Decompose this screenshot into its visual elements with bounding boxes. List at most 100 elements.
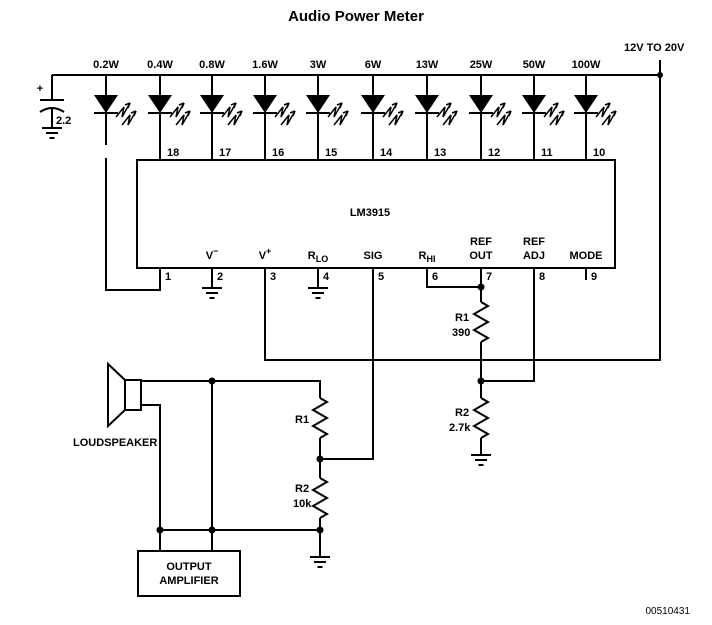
- svg-text:10k: 10k: [293, 498, 312, 510]
- wire-pin1: [105, 158, 161, 291]
- ground-icon: [201, 287, 223, 299]
- amp-label-line2: AMPLIFIER: [159, 575, 218, 587]
- ic-name: LM3915: [350, 207, 390, 219]
- svg-text:R2: R2: [295, 483, 309, 495]
- pin-number: 15: [325, 147, 337, 159]
- pin-number: 3: [270, 271, 276, 283]
- pin-name: V+: [259, 246, 272, 262]
- svg-text:+: +: [37, 83, 43, 95]
- led-8: 25W 12: [468, 59, 512, 160]
- supply-label: 12V TO 20V: [624, 42, 685, 54]
- led-power-label: 0.8W: [199, 59, 225, 71]
- wire-rhi: [426, 268, 481, 288]
- loudspeaker-label: LOUDSPEAKER: [73, 437, 157, 449]
- pin-name: RHI: [419, 250, 436, 264]
- ic-pin-3: 3 V+: [259, 246, 276, 283]
- led-power-label: 13W: [416, 59, 439, 71]
- loudspeaker-icon: [107, 361, 161, 551]
- led-power-label: 100W: [572, 59, 601, 71]
- pin-name: SIG: [364, 250, 383, 262]
- pin-number: 7: [486, 271, 492, 283]
- pin-number: 2: [217, 271, 223, 283]
- ic-pin-2: 2 V−: [206, 246, 223, 283]
- led-1: 0.2W: [93, 59, 137, 146]
- led-2: 0.4W 18: [147, 59, 191, 160]
- svg-text:R1: R1: [295, 414, 309, 426]
- ground-icon: [309, 556, 331, 568]
- diagram-title: Audio Power Meter: [288, 8, 424, 25]
- led-5: 3W 15: [305, 59, 349, 160]
- ground-icon: [470, 454, 492, 466]
- led-power-label: 3W: [310, 59, 327, 71]
- pin-name: REF: [523, 236, 545, 248]
- led-icon: [305, 74, 349, 146]
- led-power-label: 50W: [523, 59, 546, 71]
- ic-pin-6: 6 RHI: [419, 250, 439, 283]
- pin-name: V−: [206, 246, 219, 262]
- pin-number: 8: [539, 271, 545, 283]
- led-power-label: 0.2W: [93, 59, 119, 71]
- led-icon: [360, 74, 404, 146]
- wire-speaker-top: [141, 380, 321, 398]
- pin-number: 5: [378, 271, 384, 283]
- led-icon: [414, 74, 458, 146]
- svg-text:390: 390: [452, 327, 470, 339]
- led-power-label: 6W: [365, 59, 382, 71]
- resistor-r1-ref: R1 390: [452, 301, 491, 398]
- ic-pin-5: 5 SIG: [364, 250, 385, 283]
- pin-number: 17: [219, 147, 231, 159]
- capacitor-value: 2.2: [56, 115, 71, 127]
- svg-text:R1: R1: [455, 312, 469, 324]
- pin-number: 18: [167, 147, 179, 159]
- pin-number: 16: [272, 147, 284, 159]
- ic-body: [136, 159, 616, 269]
- pin-number: 12: [488, 147, 500, 159]
- svg-text:R2: R2: [455, 407, 469, 419]
- amp-label-line1: OUTPUT: [166, 561, 212, 573]
- pin-name-line2: OUT: [469, 250, 493, 262]
- led-power-label: 0.4W: [147, 59, 173, 71]
- ic-pin-7: 7 REF OUT: [469, 236, 493, 283]
- filter-capacitor: + 2.2: [37, 75, 71, 139]
- pin-number: 6: [432, 271, 438, 283]
- resistor-r2-divider: R2 10k: [293, 477, 331, 568]
- output-amplifier-box: [137, 550, 241, 597]
- led-10: 100W 10: [572, 59, 617, 160]
- pin-number: 9: [591, 271, 597, 283]
- led-icon: [199, 74, 243, 146]
- ic-pin-4: 4 RLO: [308, 250, 330, 283]
- ground-icon: [307, 287, 329, 299]
- pin-name: REF: [470, 236, 492, 248]
- led-icon: [521, 74, 565, 146]
- led-power-label: 25W: [470, 59, 493, 71]
- svg-text:2.7k: 2.7k: [449, 422, 471, 434]
- pin-name: RLO: [308, 250, 328, 264]
- ic-pin-8: 8 REF ADJ: [523, 236, 545, 283]
- ground-icon: [41, 127, 63, 139]
- pin-number: 14: [380, 147, 393, 159]
- ic-pin-1: 1: [165, 271, 171, 283]
- led-6: 6W 14: [360, 59, 404, 160]
- led-9: 50W 11: [521, 59, 565, 160]
- document-code: 00510431: [646, 606, 691, 617]
- pin-number: 4: [323, 271, 330, 283]
- resistor-r1-divider: R1: [295, 397, 330, 478]
- led-icon: [93, 74, 137, 146]
- pin-name-line2: ADJ: [523, 250, 545, 262]
- pin-number: 1: [165, 271, 171, 283]
- pin-name: MODE: [570, 250, 603, 262]
- wire-refadj: [481, 268, 535, 382]
- pin-number: 10: [593, 147, 605, 159]
- led-icon: [147, 74, 191, 146]
- wire-sig: [320, 268, 374, 460]
- pin-number: 11: [541, 147, 553, 159]
- wire-vplus: [264, 75, 661, 361]
- led-icon: [252, 74, 296, 146]
- resistor-r2-ref: R2 2.7k: [449, 397, 492, 466]
- led-icon: [573, 74, 617, 146]
- led-icon: [468, 74, 512, 146]
